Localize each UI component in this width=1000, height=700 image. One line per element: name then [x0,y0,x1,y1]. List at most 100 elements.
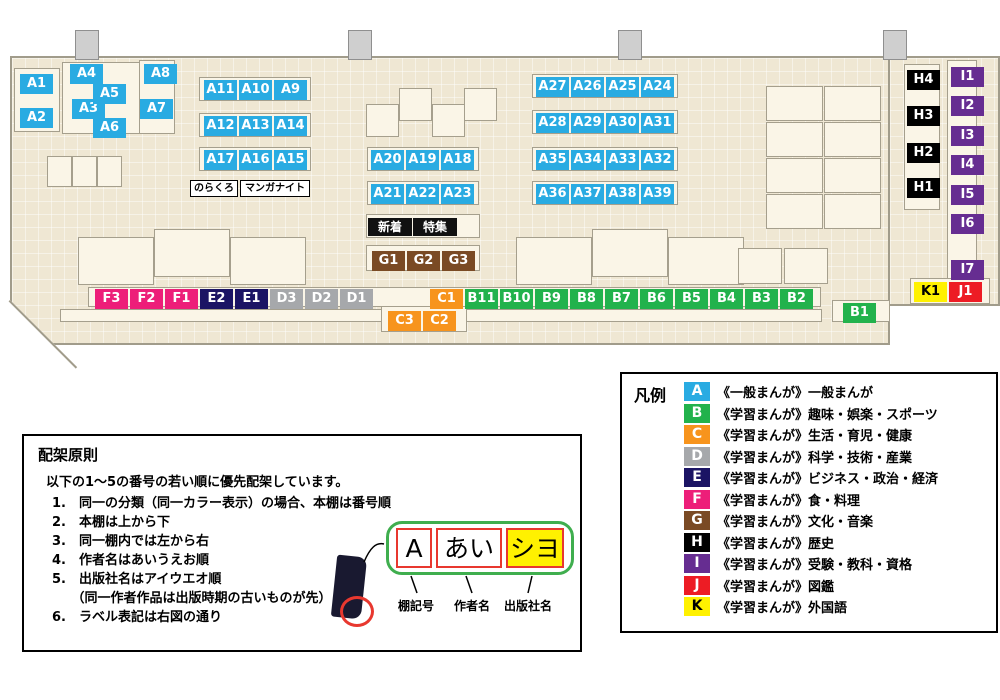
shelf-label-A26: A26 [571,77,604,97]
shelf-label-A13: A13 [239,116,272,136]
shelf-label-A14: A14 [274,116,307,136]
legend-color-swatch: H [684,532,710,552]
legend-item-D: D《学習まんが》科学・技術・産業 [684,446,938,468]
shelf-block [154,229,230,277]
legend-color-swatch: E [684,468,710,488]
shelf-label-A30: A30 [606,113,639,133]
shelf-label-B9: B9 [535,289,568,309]
shelf-label-A25: A25 [606,77,639,97]
rule-line: （同一作者作品は出版時期の古いものが先） [52,591,332,606]
shelf-block [72,156,97,187]
shelf-block [824,86,881,121]
rule-line: 4. 作者名はあいうえお順 [52,553,209,568]
shelf-block [47,156,72,187]
shelf-label-G2: G2 [407,251,440,271]
pillar [348,30,372,60]
legend-item-label: 《学習まんが》受験・教科・資格 [717,558,913,574]
legend-item-G: G《学習まんが》文化・音楽 [684,510,938,532]
shelf-label-B8: B8 [570,289,603,309]
shelf-label-A3: A3 [72,99,105,119]
rules-title: 配架原則 [38,446,99,464]
map-text-label: 新着 [368,218,412,236]
shelf-label-B6: B6 [640,289,673,309]
legend-color-swatch: D [684,446,710,466]
shelf-label-I4: I4 [951,155,984,175]
rules-intro: 以下の1～5の番号の若い順に優先配架しています。 [46,475,349,490]
shelf-block [97,156,122,187]
shelf-label-A5: A5 [93,84,126,104]
shelf-label-A34: A34 [571,150,604,170]
shelf-label-H4: H4 [907,70,940,90]
legend-item-label: 《学習まんが》食・料理 [717,493,861,509]
legend-color-swatch: B [684,403,710,423]
rule-line: 2. 本棚は上から下 [52,515,170,530]
shelf-label-B1: B1 [843,303,876,323]
shelf-block [230,237,306,285]
shelf-label-C1: C1 [430,289,463,309]
pillar [618,30,642,60]
pillar [883,30,907,60]
shelf-block [668,237,744,285]
shelf-label-B11: B11 [465,289,498,309]
legend-item-H: H《学習まんが》歴史 [684,532,938,554]
shelf-label-D3: D3 [270,289,303,309]
shelf-label-H1: H1 [907,178,940,198]
shelf-block [366,104,399,137]
legend-item-C: C《学習まんが》生活・育児・健康 [684,424,938,446]
shelf-label-F1: F1 [165,289,198,309]
spine-label-example: A あい シヨ [386,521,574,575]
shelf-label-A8: A8 [144,64,177,84]
legend-item-K: K 《学習まんが》外国語 [684,596,938,618]
legend-item-B: B 《学習まんが》趣味・娯楽・スポーツ [684,403,938,425]
legend-item-F: F《学習まんが》食・料理 [684,489,938,511]
shelf-label-I2: I2 [951,96,984,116]
legend-item-label: 《学習まんが》外国語 [717,601,848,617]
label-highlight-circle [340,596,374,627]
legend-item-label: 《学習まんが》図鑑 [717,579,835,595]
rules-list: 1. 同一の分類（同一カラー表示）の場合、本棚は番号順 2. 本棚は上から下 3. … [52,494,391,627]
legend-item-label: 《学習まんが》ビジネス・政治・経済 [717,472,939,488]
legend-item-A: A《一般まんが》一般まんが [684,381,938,403]
shelf-block [464,88,497,121]
shelf-label-A9: A9 [274,80,307,100]
shelf-label-A12: A12 [204,116,237,136]
shelf-label-A27: A27 [536,77,569,97]
shelf-block [592,229,668,277]
legend-color-swatch: C [684,425,710,445]
example-author-name: あい [436,528,502,568]
legend-item-label: 《学習まんが》趣味・娯楽・スポーツ [717,407,938,423]
shelf-label-I6: I6 [951,214,984,234]
shelf-block [766,122,823,157]
shelf-label-A11: A11 [204,80,237,100]
shelf-block [784,248,828,284]
shelf-label-A38: A38 [606,184,639,204]
shelf-block [766,86,823,121]
shelf-label-G1: G1 [372,251,405,271]
shelf-label-A10: A10 [239,80,272,100]
shelf-label-A19: A19 [406,150,439,170]
example-publisher-name: シヨ [506,528,564,568]
rule-line: 3. 同一棚内では左から右 [52,534,209,549]
shelf-label-A7: A7 [140,99,173,119]
shelf-label-B5: B5 [675,289,708,309]
shelf-label-B7: B7 [605,289,638,309]
shelf-label-C2: C2 [423,311,456,331]
shelf-block [78,237,154,285]
shelf-label-F3: F3 [95,289,128,309]
shelf-block [399,88,432,121]
shelf-label-E2: E2 [200,289,233,309]
shelf-label-A39: A39 [641,184,674,204]
map-text-label: 特集 [413,218,457,236]
caption-publisher: 出版社名 [504,599,553,613]
shelf-label-I7: I7 [951,260,984,280]
legend-color-swatch: K [684,597,710,617]
rule-line: 1. 同一の分類（同一カラー表示）の場合、本棚は番号順 [52,496,391,511]
shelf-label-H2: H2 [907,143,940,163]
shelf-label-D2: D2 [305,289,338,309]
rules-panel: 配架原則 以下の1～5の番号の若い順に優先配架しています。 1. 同一の分類（同… [22,434,582,652]
rule-line: 6. ラベル表記は右図の通り [52,610,222,625]
legend-item-label: 《学習まんが》文化・音楽 [717,515,874,531]
shelf-label-A16: A16 [239,150,272,170]
